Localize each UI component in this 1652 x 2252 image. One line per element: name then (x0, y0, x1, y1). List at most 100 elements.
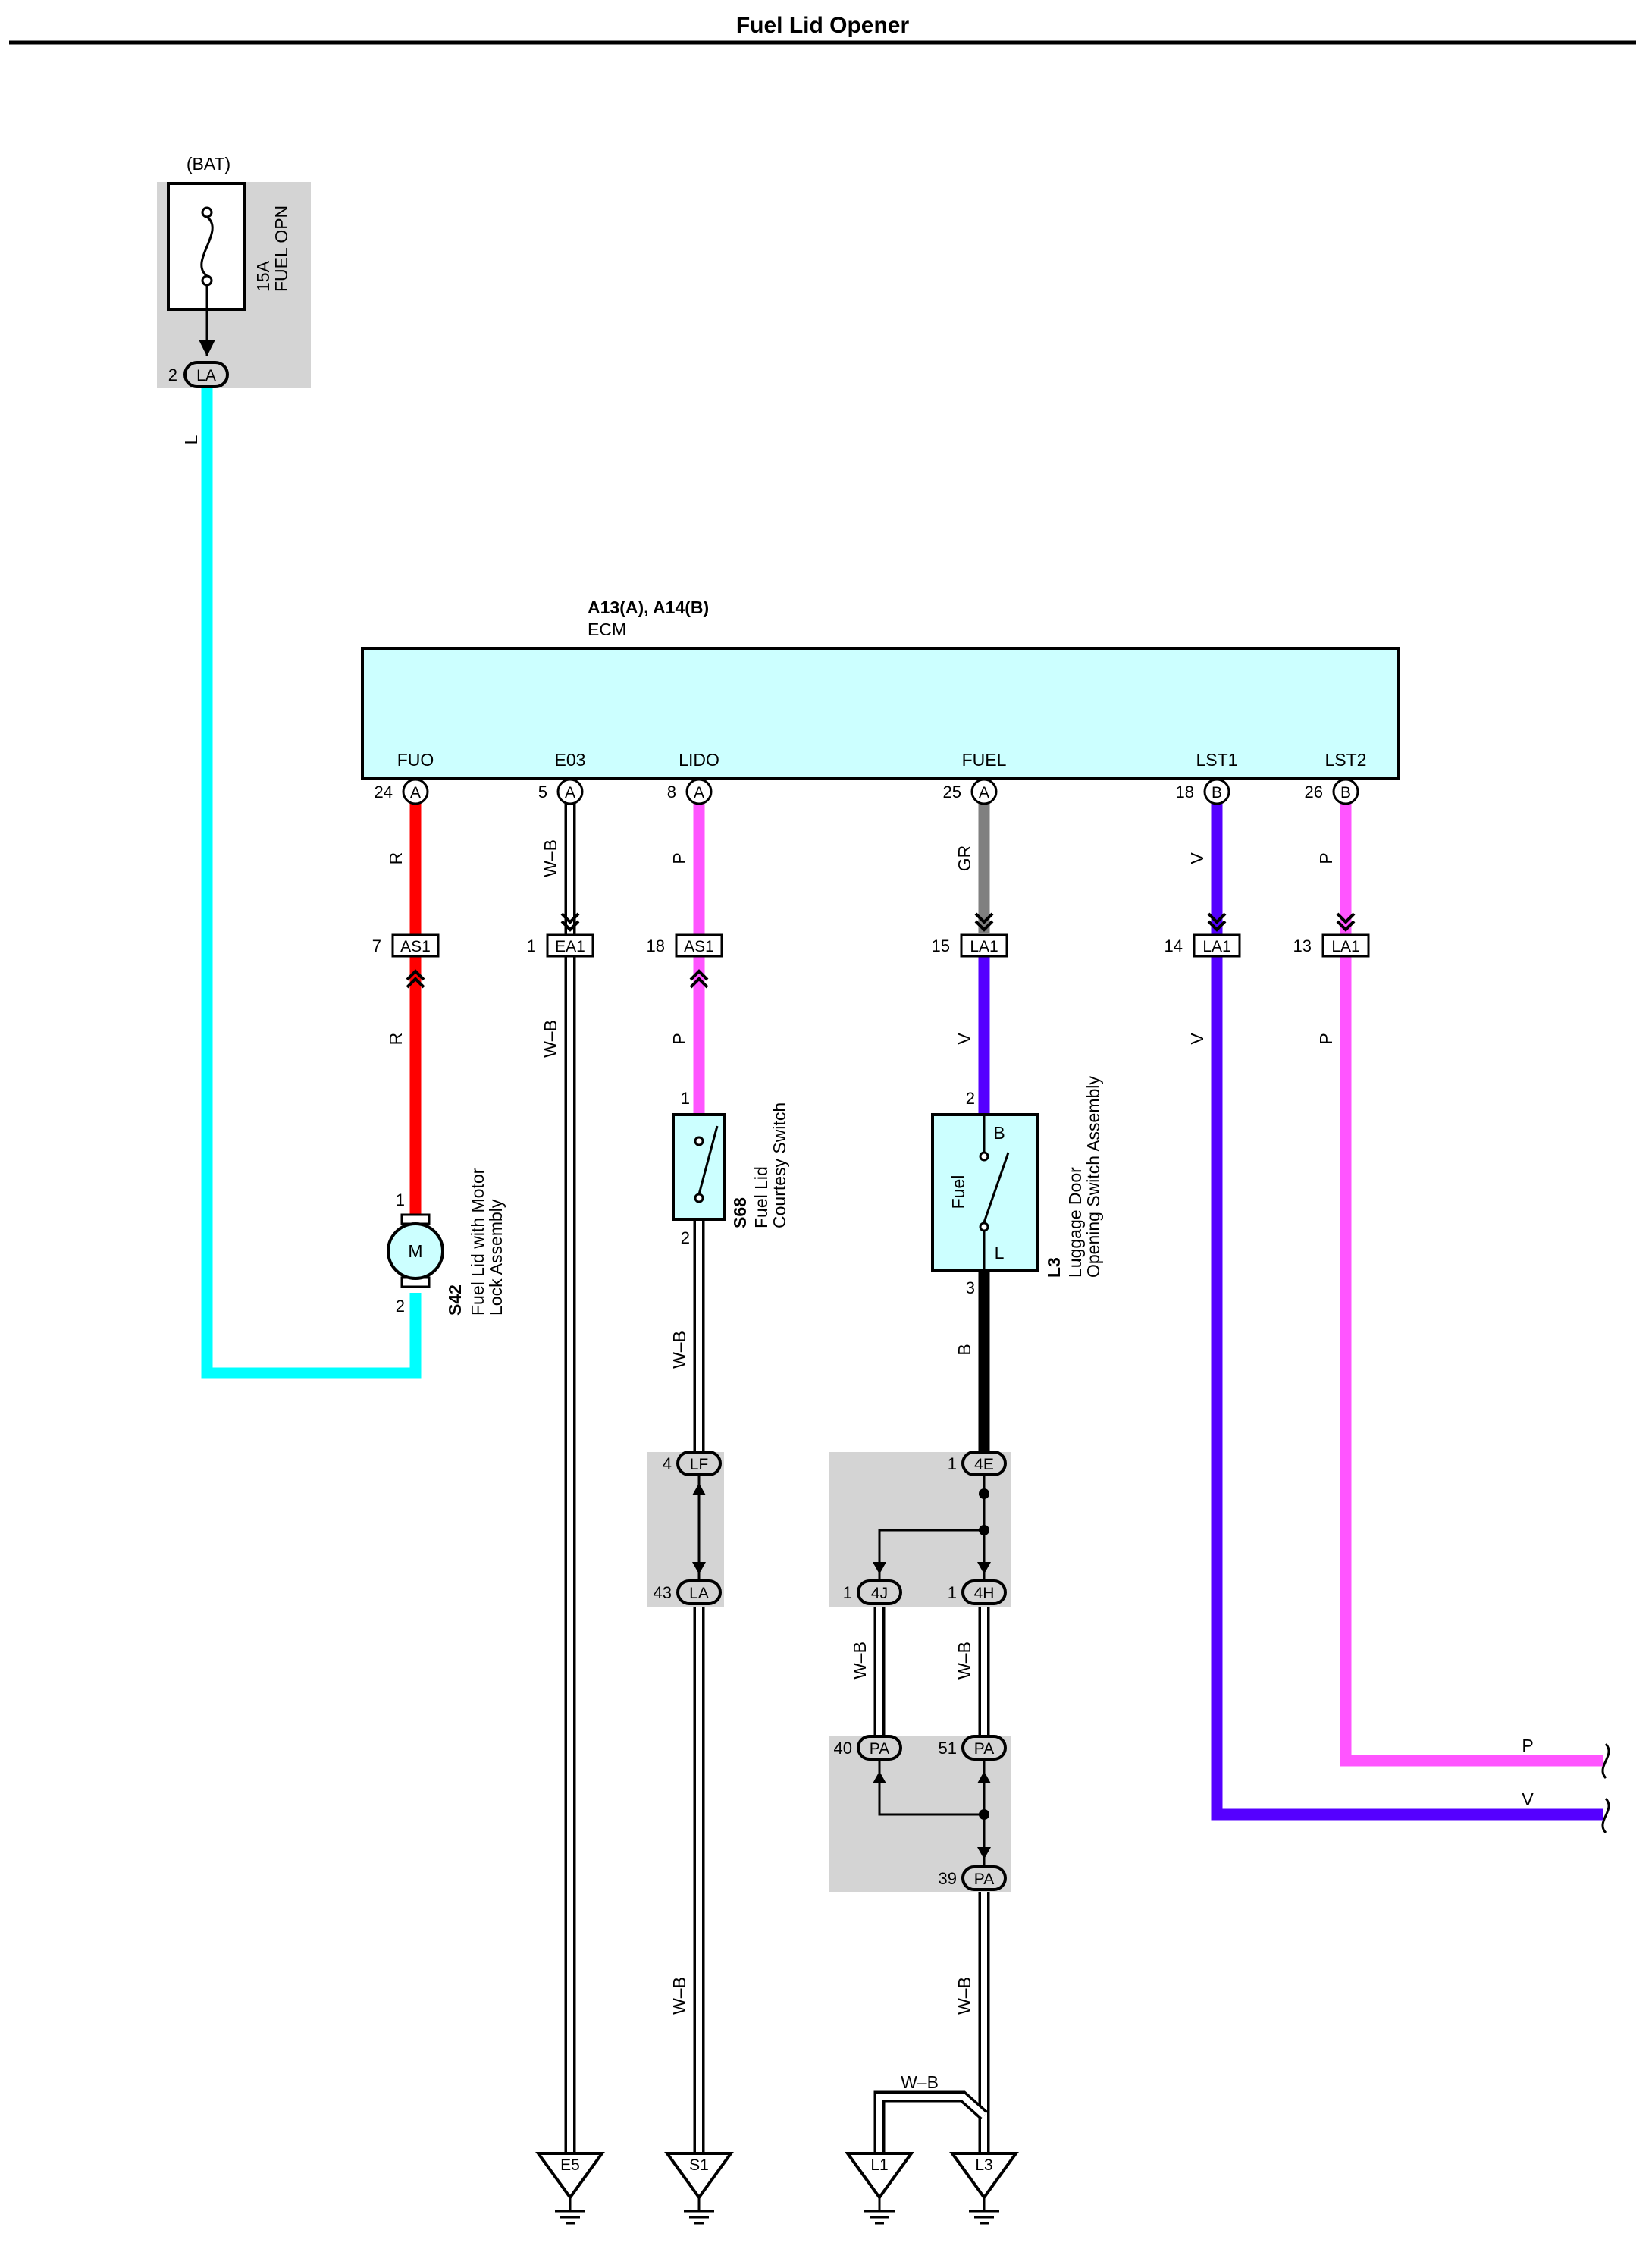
svg-text:1: 1 (948, 1583, 957, 1602)
fuse-pin: 2 (168, 365, 177, 384)
svg-text:S42: S42 (445, 1284, 465, 1316)
svg-text:P: P (1316, 852, 1336, 864)
wire-v-lst1 (1211, 792, 1603, 1821)
wire-p-lst2 (1340, 792, 1603, 1767)
wire-labels: R R W–B W–B P P GR V V V P P W–B B W–B W… (386, 839, 1534, 2092)
svg-text:LA1: LA1 (970, 938, 998, 955)
svg-text:P: P (1316, 1033, 1336, 1044)
svg-text:LST1: LST1 (1196, 750, 1238, 770)
junction-pa: PA 40 PA 51 PA 39 (829, 1735, 1011, 1892)
svg-text:15A: 15A (253, 260, 273, 292)
svg-text:43: 43 (654, 1583, 672, 1602)
svg-text:B: B (1212, 784, 1222, 801)
svg-text:1: 1 (681, 1089, 690, 1108)
svg-text:FUEL OPN: FUEL OPN (271, 205, 291, 292)
svg-text:1: 1 (527, 936, 536, 955)
svg-text:A: A (979, 784, 989, 801)
svg-text:LIDO: LIDO (679, 750, 719, 770)
svg-text:LA: LA (689, 1585, 709, 1602)
svg-text:LA1: LA1 (1202, 938, 1230, 955)
svg-text:24: 24 (375, 783, 393, 801)
svg-text:15: 15 (932, 936, 950, 955)
motor-icon (387, 1222, 444, 1280)
svg-text:W–B: W–B (955, 1977, 974, 2015)
svg-text:1: 1 (396, 1190, 405, 1209)
svg-text:LA1: LA1 (1331, 938, 1359, 955)
svg-text:PA: PA (974, 1871, 994, 1888)
fuse-connector-label: LA (196, 367, 216, 384)
svg-text:W–B: W–B (901, 2072, 939, 2092)
fuse-label: 15A FUEL OPN (253, 205, 291, 292)
svg-text:2: 2 (966, 1089, 975, 1108)
svg-text:AS1: AS1 (684, 938, 714, 955)
svg-text:B: B (955, 1344, 974, 1355)
fuse-source-label: (BAT) (187, 154, 230, 174)
svg-text:1: 1 (843, 1583, 852, 1602)
ground-l3: L3 (949, 2152, 1019, 2225)
svg-text:40: 40 (834, 1739, 852, 1758)
fuse-connector (183, 361, 229, 388)
svg-text:L1: L1 (870, 2156, 888, 2174)
svg-text:26: 26 (1305, 783, 1323, 801)
svg-text:14: 14 (1165, 936, 1183, 955)
svg-text:4H: 4H (974, 1585, 995, 1602)
wire-break-marks (1601, 1742, 1610, 1834)
svg-text:B: B (1340, 784, 1351, 801)
ground-icon (949, 2152, 1019, 2200)
svg-text:S1: S1 (689, 2156, 709, 2174)
svg-text:P: P (669, 1033, 689, 1044)
page-title: Fuel Lid Opener (736, 13, 910, 38)
svg-text:E03: E03 (555, 750, 586, 770)
svg-text:18: 18 (647, 936, 665, 955)
svg-text:L3: L3 (975, 2156, 992, 2174)
svg-text:2: 2 (396, 1297, 405, 1316)
ecm-id: A13(A), A14(B) (588, 598, 709, 617)
svg-text:A: A (694, 784, 704, 801)
svg-text:EA1: EA1 (555, 938, 585, 955)
ecm-name: ECM (588, 619, 626, 639)
motor-s42: M 1 2 S42 Fuel Lid with Motor Lock Assem… (387, 1168, 506, 1316)
svg-text:18: 18 (1176, 783, 1194, 801)
svg-text:GR: GR (955, 845, 974, 872)
junction-lf-la: LF 4 LA 43 (647, 1451, 724, 1607)
ground-icon (664, 2152, 734, 2200)
ground-icon (845, 2152, 914, 2200)
svg-text:W–B: W–B (669, 1977, 689, 2015)
ecm-terminals: A 24 A 5 A 8 A 25 B 18 B 26 (375, 778, 1359, 805)
svg-text:W–B: W–B (669, 1331, 689, 1369)
svg-text:R: R (386, 1033, 406, 1046)
svg-text:W–B: W–B (955, 1642, 974, 1680)
svg-text:Lock Assembly: Lock Assembly (486, 1199, 506, 1316)
svg-text:25: 25 (943, 783, 961, 801)
svg-text:LST2: LST2 (1325, 750, 1367, 770)
svg-text:Luggage Door: Luggage Door (1065, 1167, 1085, 1278)
svg-text:W–B: W–B (850, 1642, 870, 1680)
svg-text:V: V (1522, 1789, 1534, 1809)
svg-text:2: 2 (681, 1228, 690, 1247)
fuse-arrow-icon (199, 340, 215, 356)
svg-text:4E: 4E (974, 1456, 994, 1473)
svg-text:W–B: W–B (541, 1020, 560, 1058)
svg-text:E5: E5 (560, 2156, 580, 2174)
svg-text:PA: PA (870, 1740, 889, 1758)
ecm-box (361, 647, 1400, 780)
svg-text:3: 3 (966, 1278, 975, 1297)
ground-e5: E5 (535, 2152, 605, 2225)
svg-text:V: V (1187, 1033, 1207, 1045)
svg-text:S68: S68 (730, 1197, 750, 1228)
svg-text:W–B: W–B (541, 839, 560, 877)
wire-label-l: L (181, 434, 201, 444)
svg-text:V: V (955, 1033, 974, 1045)
svg-text:P: P (669, 852, 689, 864)
ecm-terminal-labels: FUO E03 LIDO FUEL LST1 LST2 (397, 750, 1367, 770)
svg-text:4: 4 (663, 1454, 672, 1473)
fuse-icon (200, 206, 214, 287)
svg-text:LF: LF (690, 1456, 709, 1473)
luggage-switch-l3: B L Fuel 2 3 L3 Luggage Door Opening Swi… (931, 1076, 1103, 1297)
svg-text:FUEL: FUEL (962, 750, 1007, 770)
svg-text:13: 13 (1293, 936, 1312, 955)
svg-text:AS1: AS1 (400, 938, 431, 955)
svg-text:8: 8 (667, 783, 676, 801)
svg-text:Courtesy Switch: Courtesy Switch (770, 1102, 789, 1228)
switch-icon (697, 1125, 719, 1195)
